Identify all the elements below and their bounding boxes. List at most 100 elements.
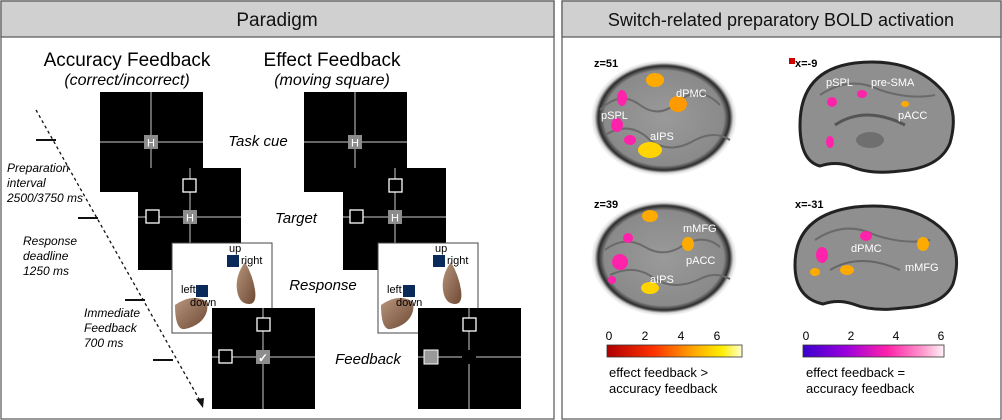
response-label-down: down xyxy=(190,297,216,309)
activation-blob xyxy=(617,90,627,106)
timeline-label-feedback: Immediate Feedback 700 ms xyxy=(84,306,143,350)
region-label: pACC xyxy=(898,110,927,122)
response-label-up: up xyxy=(229,243,241,255)
region-label: dPMC xyxy=(851,243,882,255)
timeline-arrow xyxy=(35,109,204,407)
response-label-down: down xyxy=(396,297,422,309)
stage-label-target: Target xyxy=(275,210,318,227)
slice-coord: z=39 xyxy=(594,199,618,211)
brain-slice-z39: z=39 mMFG pACC aIPS xyxy=(587,195,765,325)
response-key-up xyxy=(433,255,445,267)
check-icon: ✓ xyxy=(258,351,268,365)
activation-blob xyxy=(860,231,872,241)
bold-header-bg xyxy=(561,0,1002,38)
colorbar-caption: effect feedback > accuracy feedback xyxy=(609,365,718,396)
region-label: pre-SMA xyxy=(871,77,915,89)
timeline-arrowhead xyxy=(196,398,204,408)
response-key-left xyxy=(196,285,208,297)
colorbar-caption: effect feedback = accuracy feedback xyxy=(806,365,915,396)
activation-blob xyxy=(611,118,623,132)
left-hand xyxy=(175,297,208,330)
activation-blob xyxy=(682,237,694,251)
stage-label-feedback: Feedback xyxy=(335,351,402,368)
target-square xyxy=(388,178,403,193)
column-subtitle-effect: (moving square) xyxy=(274,72,390,89)
region-label: mMFG xyxy=(905,262,939,274)
colorbar-tick: 2 xyxy=(848,329,855,343)
column-title-effect: Effect Feedback xyxy=(264,50,401,71)
right-hand xyxy=(236,262,256,304)
colorbar-effect-gt-accuracy: 0 2 4 6 effect feedback > accuracy feedb… xyxy=(606,329,743,396)
colorbar-gradient xyxy=(802,344,945,358)
activation-blob xyxy=(827,97,837,107)
region-label: aIPS xyxy=(650,131,674,143)
paradigm-panel: Paradigm Accuracy Feedback (correct/inco… xyxy=(0,0,555,420)
colorbar-gradient xyxy=(606,344,743,358)
response-key-up xyxy=(227,255,239,267)
response-label-right: right xyxy=(241,255,262,267)
activation-blob xyxy=(646,73,664,87)
activation-blob xyxy=(917,237,929,251)
timeline-label-response: Response deadline 1250 ms xyxy=(23,234,80,278)
colorbar-tick: 4 xyxy=(678,329,685,343)
screen-effect-feedback xyxy=(418,308,521,409)
brain-slice-z51: z=51 dPMC pSPL aIPS xyxy=(587,55,765,185)
right-hand xyxy=(442,262,462,304)
region-label: pSPL xyxy=(826,77,853,89)
region-label: dPMC xyxy=(676,88,707,100)
cue-letter: H xyxy=(351,138,359,150)
bold-header: Switch-related preparatory BOLD activati… xyxy=(608,10,954,30)
timeline-label-preparation: Preparation interval 2500/3750 ms xyxy=(6,161,83,205)
activation-blob xyxy=(669,96,687,112)
cue-square xyxy=(462,350,476,364)
cue-letter: H xyxy=(147,138,155,150)
region-label: pACC xyxy=(686,255,715,267)
paradigm-header: Paradigm xyxy=(236,10,317,31)
region-label: pSPL xyxy=(601,110,628,122)
activation-blob xyxy=(816,247,828,263)
slice-coord: x=-31 xyxy=(795,199,823,211)
activation-blob xyxy=(623,233,633,243)
stage-label-task-cue: Task cue xyxy=(228,133,287,150)
left-hand xyxy=(381,297,414,330)
target-square xyxy=(182,178,197,193)
activation-blob xyxy=(840,265,854,275)
activation-blob xyxy=(826,136,834,148)
target-square xyxy=(349,209,364,224)
response-key-left xyxy=(403,285,415,297)
colorbar-tick: 4 xyxy=(893,329,900,343)
region-label: aIPS xyxy=(650,274,674,286)
response-label-right: right xyxy=(447,255,468,267)
response-label-left: left xyxy=(387,284,402,296)
activation-blob xyxy=(624,135,636,145)
stage-label-response: Response xyxy=(289,277,357,294)
activation-blob xyxy=(857,90,867,98)
target-square xyxy=(256,317,271,332)
colorbar-tick: 2 xyxy=(642,329,649,343)
response-label-up: up xyxy=(435,243,447,255)
colorbar-tick: 0 xyxy=(606,329,613,343)
timeline: Preparation interval 2500/3750 ms Respon… xyxy=(6,109,204,408)
slice-coord: x=-9 xyxy=(795,58,817,70)
activation-blob xyxy=(638,142,662,158)
colorbar-tick: 6 xyxy=(714,329,721,343)
column-title-accuracy: Accuracy Feedback xyxy=(44,50,211,71)
activation-blob xyxy=(612,254,628,270)
activation-blob xyxy=(901,101,909,107)
paradigm-header-bg xyxy=(0,0,555,38)
activation-blob xyxy=(641,282,659,294)
target-square xyxy=(218,349,233,364)
response-label-left: left xyxy=(181,284,196,296)
moved-square xyxy=(423,349,439,365)
cue-letter: H xyxy=(186,213,194,225)
screen-accuracy-feedback: ✓ xyxy=(212,308,315,409)
cue-letter: H xyxy=(391,213,399,225)
target-square xyxy=(462,317,477,332)
column-subtitle-accuracy: (correct/incorrect) xyxy=(64,72,189,89)
brain-slice-x-9: x=-9 pSPL pre-SMA pACC xyxy=(784,55,962,185)
bold-panel: Switch-related preparatory BOLD activati… xyxy=(561,0,1002,420)
activation-blob xyxy=(642,210,658,222)
target-square xyxy=(145,209,160,224)
activation-blob xyxy=(810,268,820,276)
